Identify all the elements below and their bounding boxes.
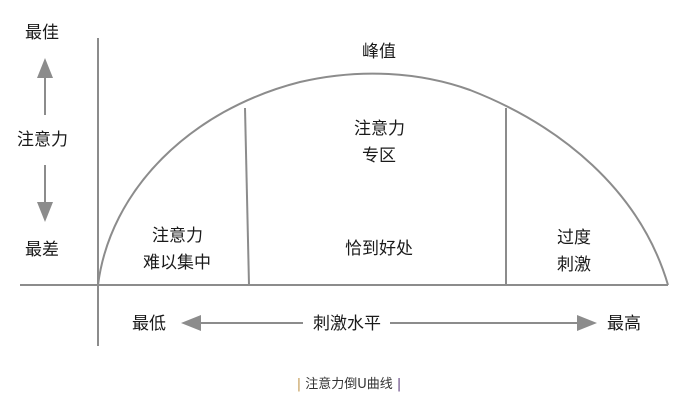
zone-low-line2: 难以集中: [143, 253, 211, 273]
x-axis-left-label: 最低: [132, 314, 166, 334]
arrow-right-icon: [390, 315, 597, 331]
arrow-left-icon: [181, 315, 303, 331]
x-axis-title: 刺激水平: [313, 314, 381, 334]
inverted-u-curve: [97, 72, 669, 286]
y-axis-top-label: 最佳: [25, 23, 59, 43]
y-axis-bottom-label: 最差: [25, 240, 59, 260]
caption-left-bar: |: [296, 377, 302, 392]
figure-caption: | 注意力倒U曲线 |: [0, 373, 698, 392]
zone-optimal-center-label: 恰到好处: [345, 239, 413, 259]
zone-high-line2: 刺激: [557, 255, 591, 275]
caption-text: 注意力倒U曲线: [305, 377, 393, 392]
zone-high-line1: 过度: [557, 228, 591, 248]
peak-label: 峰值: [362, 42, 396, 62]
arrow-up-icon: [37, 58, 53, 115]
x-axis-right-label: 最高: [607, 314, 641, 334]
arrow-down-icon: [37, 165, 53, 222]
left-zone-divider: [244, 107, 250, 286]
y-axis-title: 注意力: [17, 130, 68, 150]
zone-low-line1: 注意力: [152, 226, 203, 246]
zone-optimal-line1: 注意力: [354, 119, 405, 139]
caption-right-bar: |: [396, 377, 402, 392]
zone-optimal-line2: 专区: [362, 146, 396, 166]
